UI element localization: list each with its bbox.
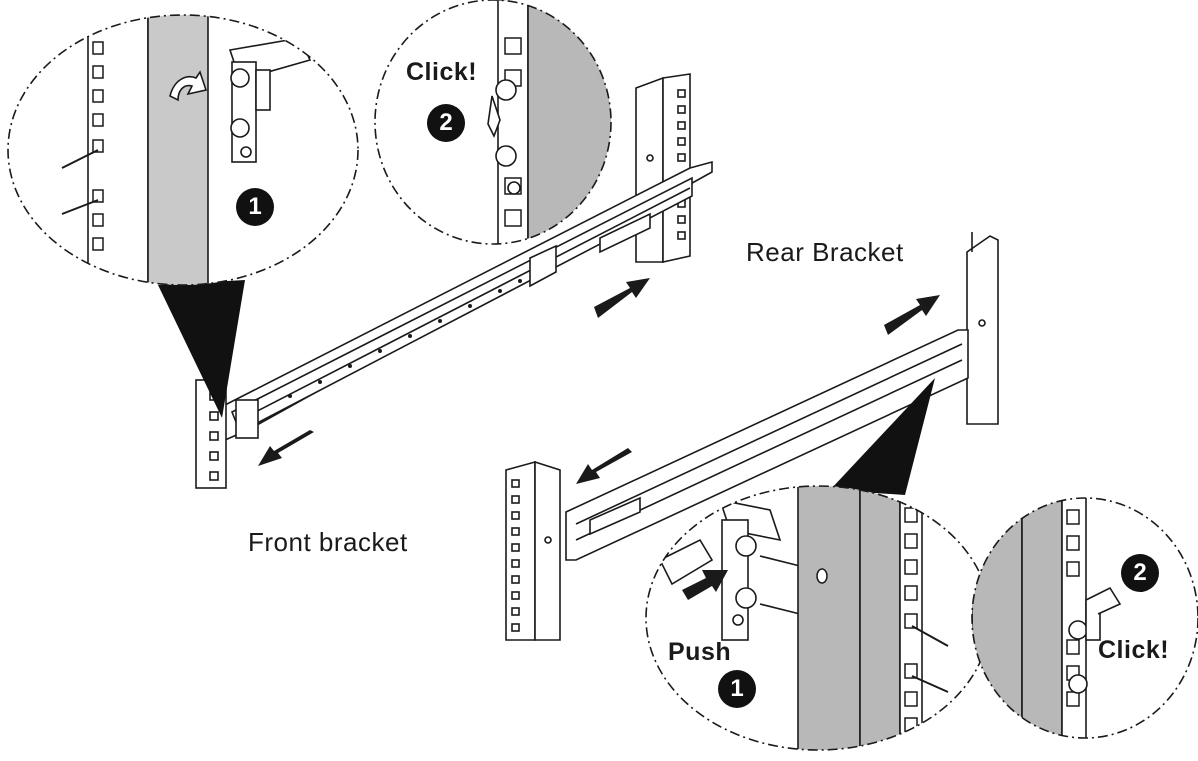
step-1-badge-bottom: 1 bbox=[718, 670, 756, 708]
front-bracket-label: Front bracket bbox=[248, 527, 408, 557]
lower-rear-post bbox=[966, 232, 999, 425]
zoom-detail-top-left bbox=[8, 15, 358, 285]
step-2-badge-bottom: 2 bbox=[1121, 554, 1159, 592]
lower-rail-assembly bbox=[505, 232, 999, 641]
upper-rail-arrows bbox=[258, 278, 650, 466]
upper-rail-assembly bbox=[195, 73, 713, 489]
arrow-rear-upper bbox=[594, 278, 650, 318]
lower-rail bbox=[565, 329, 969, 561]
step-1-badge-top: 1 bbox=[236, 188, 274, 226]
push-arrow-icon bbox=[682, 570, 728, 600]
click-label-bottom: Click! bbox=[1098, 636, 1170, 664]
arrow-rear-lower bbox=[884, 295, 940, 335]
lower-rail-arrows bbox=[576, 295, 940, 484]
step-2-badge-top: 2 bbox=[427, 104, 465, 142]
lower-front-post bbox=[505, 460, 561, 641]
upper-rail bbox=[224, 160, 713, 442]
zoom-pointer-bottom bbox=[830, 378, 935, 495]
push-label: Push bbox=[668, 638, 732, 666]
upper-rear-post bbox=[635, 73, 691, 263]
zoom-pointer-top bbox=[158, 280, 245, 418]
click-label-top: Click! bbox=[406, 58, 478, 86]
zoom-detail-top-mid bbox=[375, 0, 611, 244]
arrow-front-lower bbox=[576, 448, 632, 484]
curved-arrow-icon bbox=[169, 70, 208, 102]
arrow-front-upper bbox=[258, 430, 314, 466]
zoom-detail-bottom-right bbox=[972, 498, 1198, 738]
zoom-detail-bottom-mid bbox=[646, 486, 990, 750]
rear-bracket-label: Rear Bracket bbox=[746, 237, 904, 267]
